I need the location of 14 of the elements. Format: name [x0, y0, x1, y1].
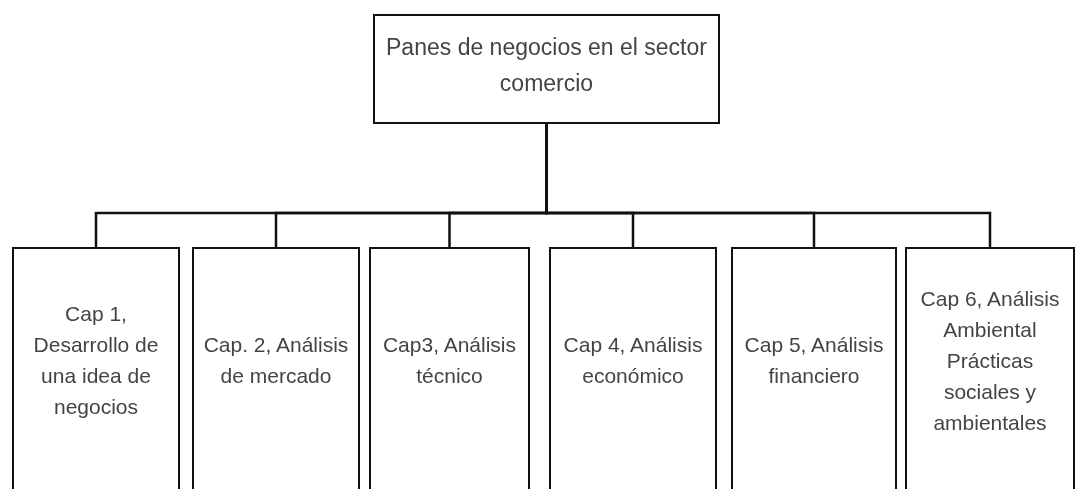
chapter-box [905, 247, 1075, 489]
box-label: Cap3, Análisis técnico [381, 332, 518, 389]
box-label: Panes de negocios en el sector comercio [385, 33, 708, 98]
box-label: Cap. 2, Análisis de mercado [202, 332, 350, 389]
box-label: Cap 4, Análisis económico [562, 332, 704, 389]
chapter-box [373, 14, 720, 124]
chapter-box [192, 247, 360, 489]
box-label: Cap 5, Análisis financiero [743, 332, 885, 389]
chapter-box [369, 247, 530, 489]
box-label: Cap 1, Desarrollo de una idea de negocios [32, 301, 160, 420]
chapter-box [12, 247, 180, 489]
box-label: Cap 6, Análisis Ambiental Prácticas sociales y ambientales [919, 285, 1061, 436]
chapter-box [731, 247, 897, 489]
chapter-box [549, 247, 717, 489]
